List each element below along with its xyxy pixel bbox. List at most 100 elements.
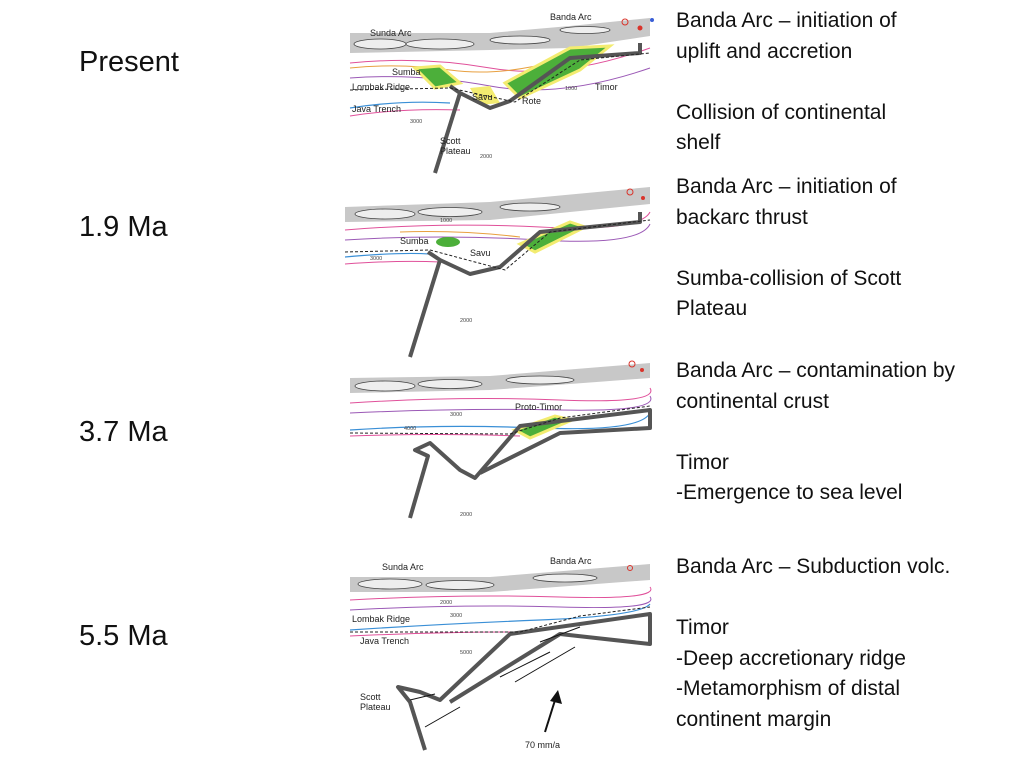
depth-label: 2000 xyxy=(460,318,472,324)
island xyxy=(559,26,611,34)
island xyxy=(354,380,416,392)
map-label-savu: Savu xyxy=(472,92,493,102)
contour-purple xyxy=(349,395,652,414)
volcano-marker xyxy=(637,25,643,31)
age-label-5-5-ma: 5.5 Ma xyxy=(79,620,168,652)
note-line: -Emergence to sea level xyxy=(676,481,903,505)
contour-purple xyxy=(349,596,652,611)
contour-pink xyxy=(349,387,652,404)
note-line: -Metamorphism of distal xyxy=(676,677,901,701)
note-line xyxy=(676,67,1006,98)
contour-pink xyxy=(349,586,652,601)
map-label-sunda-arc: Sunda Arc xyxy=(370,28,412,38)
trench-line xyxy=(350,606,651,633)
plate-motion-arrow xyxy=(544,696,557,733)
notes-5-5-ma: Banda Arc – Subduction volc. Timor -Deep… xyxy=(676,552,1006,736)
contour-purple xyxy=(349,67,651,91)
contour-orange xyxy=(349,59,561,73)
continental-margin xyxy=(396,612,652,751)
depth-label: 1000 xyxy=(565,86,577,92)
note-line: continental crust xyxy=(676,389,829,413)
trench-line xyxy=(344,219,651,271)
map-label-lombak-ridge: Lombak Ridge xyxy=(352,82,410,92)
map-label-lombak-ridge: Lombak Ridge xyxy=(352,614,410,624)
volcano-marker xyxy=(621,18,629,26)
island xyxy=(417,379,483,389)
age-label-3-7-ma: 3.7 Ma xyxy=(79,416,168,448)
note-line: Banda Arc – initiation of xyxy=(676,175,897,198)
map-label-sumba: Sumba xyxy=(392,67,421,77)
island xyxy=(405,38,475,50)
note-line: backarc thrust xyxy=(676,205,808,229)
map-present: Banda Arc Sunda Arc Sumba Lombak Ridge S… xyxy=(340,8,660,180)
contour-blue xyxy=(349,603,651,631)
arrow-head xyxy=(550,690,562,704)
contour-pink xyxy=(349,47,651,72)
depth-label: 3000 xyxy=(450,613,462,619)
volcano-marker xyxy=(641,196,645,200)
map-label-java-trench: Java Trench xyxy=(352,104,401,114)
volcano-marker xyxy=(650,18,654,22)
fault-line xyxy=(539,626,581,643)
map-label-proto-timor: Proto-Timor xyxy=(515,402,562,412)
map-label-savu: Savu xyxy=(470,248,491,258)
depth-label: 3000 xyxy=(450,412,462,418)
notes-3-7-ma: Banda Arc – contamination by continental… xyxy=(676,356,1006,509)
map-5-5-ma: Sunda Arc Banda Arc Lombak Ridge Java Tr… xyxy=(340,552,660,764)
contour-orange xyxy=(399,231,521,238)
volcano-marker xyxy=(626,188,634,196)
arc-band xyxy=(350,564,650,592)
island xyxy=(425,580,495,590)
note-line: Banda Arc – Subduction volc. xyxy=(676,555,951,578)
fault-line xyxy=(514,646,576,683)
depth-label: 4000 xyxy=(404,426,416,432)
note-line xyxy=(676,233,1006,264)
island xyxy=(353,38,407,50)
depth-label: 2000 xyxy=(480,154,492,160)
depth-label: 2000 xyxy=(440,600,452,606)
depth-label: 3000 xyxy=(370,256,382,262)
note-line: Banda Arc – contamination by xyxy=(676,359,956,382)
note-line: Timor xyxy=(676,450,729,474)
map-label-banda-arc: Banda Arc xyxy=(550,556,592,566)
map-label-velocity: 70 mm/a xyxy=(525,740,560,750)
contour-pink xyxy=(344,260,441,265)
island xyxy=(357,578,423,590)
note-line: shelf xyxy=(676,131,721,155)
map-3-7-ma: Proto-Timor 3000 4000 2000 xyxy=(340,348,660,543)
map-label-sunda-arc: Sunda Arc xyxy=(382,562,424,572)
map-label-timor: Timor xyxy=(595,82,618,92)
note-line: Banda Arc – initiation of xyxy=(676,9,897,32)
note-line: Sumba-collision of Scott xyxy=(676,266,902,290)
map-label-java-trench: Java Trench xyxy=(360,636,409,646)
notes-1-9-ma: Banda Arc – initiation of backarc thrust… xyxy=(676,172,1006,325)
fault-line xyxy=(409,693,436,701)
continental-margin xyxy=(408,408,652,519)
notes-present: Banda Arc – initiation of uplift and acc… xyxy=(676,6,1006,159)
contour-pink xyxy=(349,109,461,117)
note-line xyxy=(676,417,1006,448)
map-label-banda-arc: Banda Arc xyxy=(550,12,592,22)
map-label-sumba: Sumba xyxy=(400,236,429,246)
trench-line xyxy=(349,405,651,435)
island xyxy=(499,202,561,212)
trench-line xyxy=(349,52,651,103)
note-line xyxy=(676,583,1006,614)
fault-line xyxy=(499,651,551,678)
note-line: Timor xyxy=(676,616,729,640)
age-label-1-9-ma: 1.9 Ma xyxy=(79,211,168,243)
note-line: -Deep accretionary ridge xyxy=(676,646,906,670)
island xyxy=(417,207,483,217)
uplift-zone xyxy=(436,237,460,247)
uplift-zone xyxy=(411,64,464,90)
contour-pink xyxy=(349,631,511,637)
island xyxy=(532,573,598,583)
depth-label: 3000 xyxy=(410,119,422,125)
volcano-marker xyxy=(640,368,644,372)
depth-label: 2000 xyxy=(460,512,472,518)
depth-label: 1000 xyxy=(440,218,452,224)
contour-blue xyxy=(349,101,451,109)
fault-line xyxy=(424,706,461,728)
